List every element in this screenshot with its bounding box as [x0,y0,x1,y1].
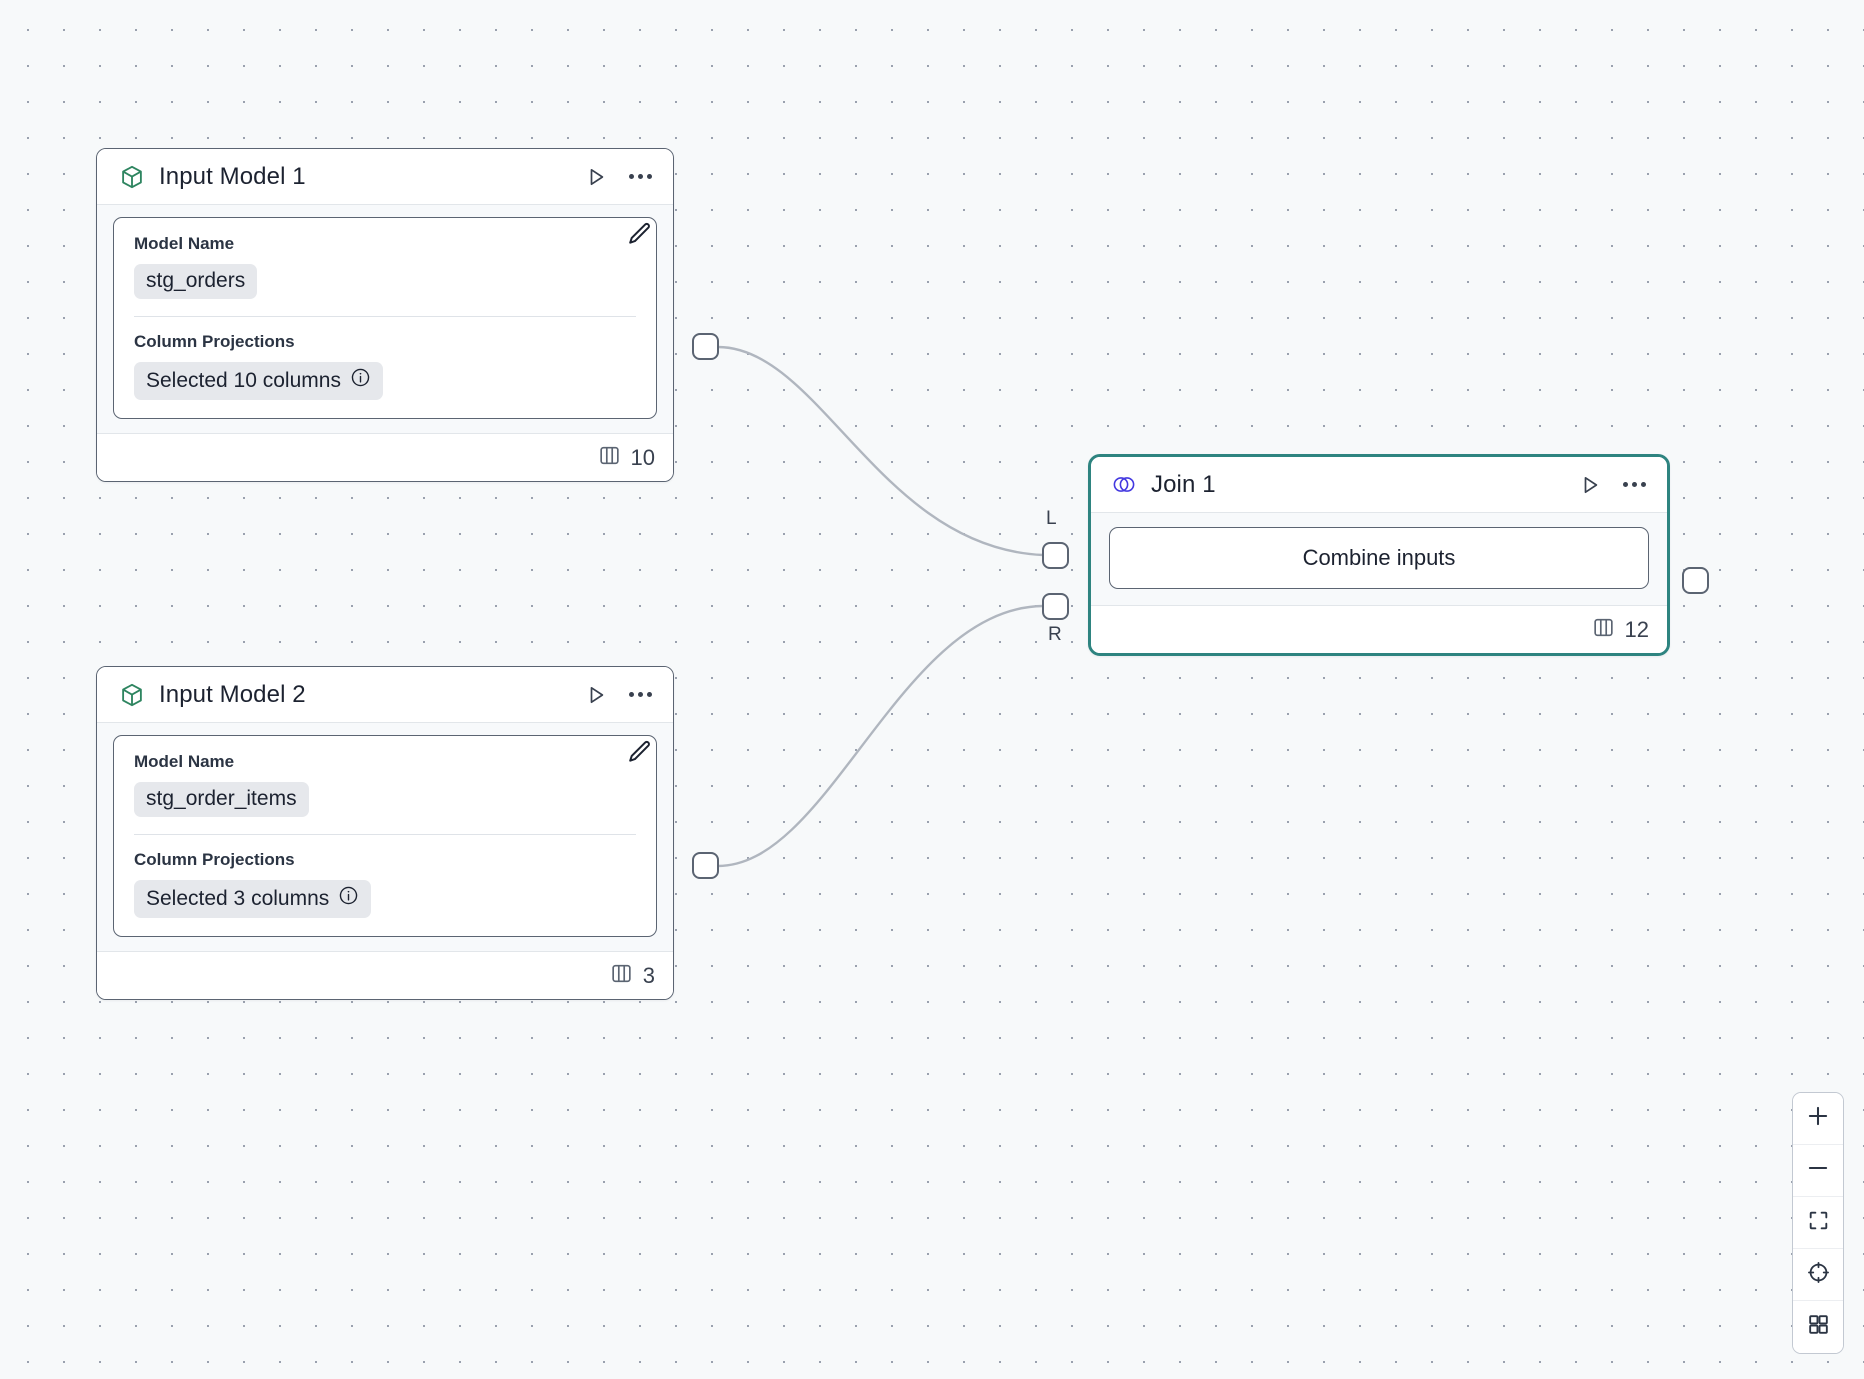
node-header: Input Model 1 [97,149,673,205]
zoom-out-icon [1805,1155,1831,1186]
more-options-icon[interactable] [1621,472,1647,498]
model-name-chip[interactable]: stg_orders [134,264,258,299]
node-header-actions [583,682,653,708]
model-name-label: Model Name [134,234,235,253]
model-name-label: Model Name [134,752,235,771]
columns-icon [609,961,634,991]
columns-icon [597,443,622,473]
panel-divider [134,316,636,317]
edit-pencil-icon[interactable] [626,220,654,253]
fit-view-button[interactable] [1793,1197,1843,1249]
node-input-model-1[interactable]: Input Model 1 Model Name [96,148,674,482]
input-port-join-left[interactable] [1042,542,1069,569]
grid-squares-icon [1806,1312,1831,1342]
column-projections-chip[interactable]: Selected 3 columns [134,880,372,918]
columns-icon [1591,615,1616,645]
cube-icon [119,164,145,190]
model-config-panel: Model Name stg_order_items Column Projec… [113,735,657,937]
output-port-input-model-1[interactable] [692,333,719,360]
column-projections-label: Column Projections [134,332,295,351]
model-config-panel: Model Name stg_orders Column Projections… [113,217,657,419]
node-body: Combine inputs [1091,513,1667,605]
info-icon[interactable] [338,885,359,912]
edge-input1-to-join-left [717,345,1044,557]
column-projections-chip[interactable]: Selected 10 columns [134,362,383,400]
output-port-join-1[interactable] [1682,567,1709,594]
edit-pencil-icon[interactable] [626,738,654,771]
more-options-icon[interactable] [627,164,653,190]
node-body: Model Name stg_orders Column Projections… [97,205,673,433]
cube-icon [119,682,145,708]
columns-count: 12 [1624,616,1649,642]
model-name-chip[interactable]: stg_order_items [134,782,309,817]
node-header: Join 1 [1091,457,1667,513]
input-port-join-right[interactable] [1042,593,1069,620]
run-icon[interactable] [583,164,609,190]
crosshair-target-icon [1806,1260,1831,1290]
zoom-in-icon [1805,1103,1831,1134]
column-projections-value: Selected 3 columns [146,886,330,910]
zoom-out-button[interactable] [1793,1145,1843,1197]
node-footer: 3 [97,951,673,999]
more-options-icon[interactable] [627,682,653,708]
node-header: Input Model 2 [97,667,673,723]
node-body: Model Name stg_order_items Column Projec… [97,723,673,951]
columns-count: 3 [642,962,655,988]
run-icon[interactable] [1577,472,1603,498]
node-join-1[interactable]: Join 1 Combine inputs [1088,454,1670,656]
combine-inputs-button[interactable]: Combine inputs [1109,527,1649,589]
column-projections-label: Column Projections [134,850,295,869]
node-footer: 12 [1091,605,1667,653]
model-name-value: stg_orders [146,269,246,292]
node-title: Input Model 1 [159,162,306,190]
node-title: Join 1 [1151,470,1216,498]
zoom-in-button[interactable] [1793,1093,1843,1145]
center-view-button[interactable] [1793,1249,1843,1301]
node-header-actions [583,164,653,190]
port-label-left: L [1046,508,1057,529]
node-footer: 10 [97,433,673,481]
info-icon[interactable] [350,367,371,394]
node-header-actions [1577,472,1647,498]
edge-input2-to-join-right [717,604,1044,868]
output-port-input-model-2[interactable] [692,852,719,879]
toggle-minimap-button[interactable] [1793,1301,1843,1353]
node-input-model-2[interactable]: Input Model 2 Model Name [96,666,674,1000]
model-name-value: stg_order_items [146,787,297,810]
run-icon[interactable] [583,682,609,708]
fit-view-icon [1806,1208,1831,1238]
viewport-controls[interactable] [1792,1092,1844,1354]
panel-divider [134,834,636,835]
columns-count: 10 [630,444,655,470]
column-projections-value: Selected 10 columns [146,368,341,392]
node-title: Input Model 2 [159,680,306,708]
port-label-right: R [1048,624,1062,645]
venn-join-icon [1111,472,1137,498]
